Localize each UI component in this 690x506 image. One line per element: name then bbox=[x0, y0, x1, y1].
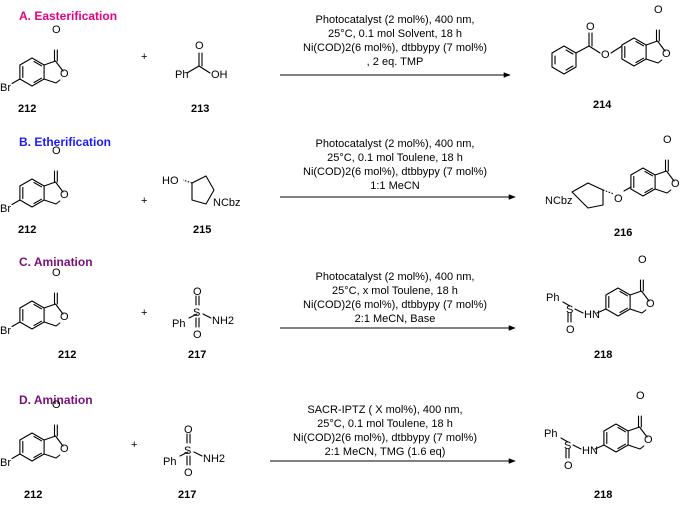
condition-line: Ni(COD)2(6 mol%), dtbbypy (7 mol%) bbox=[293, 432, 477, 444]
atom-label: O bbox=[564, 460, 573, 472]
atom-label: HO bbox=[162, 175, 179, 187]
atom-label: HN bbox=[584, 309, 600, 321]
atom-label: Br bbox=[0, 82, 11, 94]
atom-label: O bbox=[52, 145, 61, 157]
condition-line: 25°C, x mol Toulene, 18 h bbox=[332, 285, 458, 297]
compound-number: 214 bbox=[593, 99, 612, 111]
molecule-217 bbox=[188, 295, 212, 328]
plus-sign: + bbox=[141, 195, 147, 207]
atom-label: Ph bbox=[172, 318, 185, 330]
atom-label: O bbox=[184, 424, 193, 436]
atom-label: O bbox=[601, 49, 610, 61]
atom-label: Ph bbox=[546, 292, 559, 304]
condition-line: 25°C, 0.1 mol Toulene, 18 h bbox=[317, 418, 453, 430]
atom-label: O bbox=[644, 434, 653, 446]
condition-line: 2:1 MeCN, Base bbox=[355, 313, 436, 325]
condition-line: 25°C, 0.1 mol Solvent, 18 h bbox=[328, 28, 462, 40]
atom-label: Ph bbox=[544, 428, 557, 440]
atom-label: O bbox=[184, 467, 193, 479]
condition-line: Photocatalyst (2 mol%), 400 nm, bbox=[316, 271, 475, 283]
atom-label: O bbox=[52, 267, 61, 279]
section-title: A. Easterification bbox=[19, 9, 117, 23]
atom-label: Br bbox=[0, 457, 11, 469]
molecule-218 bbox=[560, 437, 605, 459]
atom-label: O bbox=[60, 68, 69, 80]
atom-label: O bbox=[60, 189, 69, 201]
atom-label: O bbox=[193, 329, 202, 341]
atom-label: O bbox=[636, 390, 645, 402]
compound-number: 212 bbox=[18, 103, 36, 115]
atom-label: O bbox=[195, 40, 204, 52]
atom-label: O bbox=[60, 311, 69, 323]
condition-line: Ni(COD)2(6 mol%), dtbbypy (7 mol%) bbox=[303, 166, 487, 178]
atom-label: O bbox=[662, 48, 671, 60]
section-a: A. Easterification O O Br 212 + Ph O OH … bbox=[0, 4, 671, 115]
plus-sign: + bbox=[141, 307, 147, 319]
section-title: B. Etherification bbox=[19, 135, 111, 149]
atom-label: O bbox=[638, 254, 647, 266]
atom-label: NH2 bbox=[212, 315, 234, 327]
atom-label: NCbz bbox=[213, 197, 241, 209]
atom-label: O bbox=[566, 324, 575, 336]
atom-label: O bbox=[646, 298, 655, 310]
condition-line: Photocatalyst (2 mol%), 400 nm, bbox=[316, 14, 475, 26]
atom-label: Ph bbox=[163, 456, 176, 468]
atom-label: O bbox=[654, 4, 663, 16]
compound-number: 212 bbox=[58, 349, 76, 361]
condition-line: Ni(COD)2(6 mol%), dtbbypy (7 mol%) bbox=[303, 42, 487, 54]
molecule-214 bbox=[551, 32, 623, 75]
condition-line: 1:1 MeCN bbox=[370, 180, 420, 192]
condition-line: SACR-IPTZ ( X mol%), 400 nm, bbox=[307, 404, 462, 416]
atom-label: O bbox=[671, 178, 680, 190]
atom-label: O bbox=[52, 399, 61, 411]
section-title: D. Amination bbox=[19, 393, 93, 407]
atom-label: O bbox=[586, 21, 595, 33]
condition-line: Ni(COD)2(6 mol%), dtbbypy (7 mol%) bbox=[303, 299, 487, 311]
molecule-218 bbox=[562, 301, 607, 323]
compound-number: 218 bbox=[594, 489, 612, 501]
atom-label: O bbox=[663, 134, 672, 146]
compound-number: 212 bbox=[24, 489, 42, 501]
compound-number: 215 bbox=[193, 224, 211, 236]
atom-label: Br bbox=[0, 325, 11, 337]
molecule-217 bbox=[179, 433, 203, 466]
condition-line: , 2 eq. TMP bbox=[367, 56, 424, 68]
plus-sign: + bbox=[131, 439, 137, 451]
atom-label: S bbox=[193, 307, 200, 319]
compound-number: 212 bbox=[18, 224, 36, 236]
molecule-215 bbox=[182, 175, 215, 205]
condition-line: 25°C, 0.1 mol Toulene, 18 h bbox=[327, 152, 463, 164]
atom-label: OH bbox=[211, 69, 228, 81]
atom-label: O bbox=[60, 443, 69, 455]
molecule-216 bbox=[571, 182, 632, 209]
atom-label: S bbox=[564, 440, 571, 452]
atom-label: O bbox=[614, 193, 623, 205]
compound-number: 213 bbox=[191, 103, 209, 115]
atom-label: NH2 bbox=[203, 453, 225, 465]
compound-number: 217 bbox=[188, 349, 206, 361]
condition-line: Photocatalyst (2 mol%), 400 nm, bbox=[316, 138, 475, 150]
molecule-213 bbox=[186, 52, 211, 74]
compound-number: 216 bbox=[614, 227, 632, 239]
plus-sign: + bbox=[141, 51, 147, 63]
molecule-212 bbox=[11, 49, 64, 87]
atom-label: O bbox=[52, 24, 61, 36]
compound-number: 218 bbox=[594, 349, 612, 361]
condition-line: 2:1 MeCN, TMG (1.6 eq) bbox=[325, 446, 446, 458]
atom-label: S bbox=[566, 304, 573, 316]
atom-label: HN bbox=[582, 445, 598, 457]
atom-label: Br bbox=[0, 203, 11, 215]
section-c: C. Amination O O Br 212 + Ph S O O NH2 2… bbox=[0, 254, 655, 361]
atom-label: O bbox=[193, 286, 202, 298]
atom-label: Ph bbox=[175, 69, 188, 81]
section-d: D. Amination O O Br 212 + Ph S O O NH2 2… bbox=[0, 390, 653, 501]
section-title: C. Amination bbox=[19, 255, 93, 269]
atom-label: S bbox=[184, 445, 191, 457]
compound-number: 217 bbox=[178, 489, 196, 501]
atom-label: NCbz bbox=[545, 195, 573, 207]
section-b: B. Etherification O O Br 212 + HO NCbz 2… bbox=[0, 134, 680, 239]
